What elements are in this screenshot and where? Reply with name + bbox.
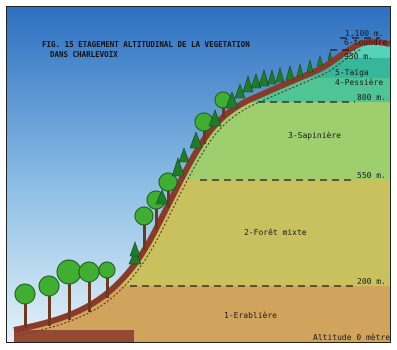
conifer-icon: [258, 68, 270, 87]
conifer-icon: [189, 131, 203, 149]
zone-erabliere-label: 1-Erablière: [224, 310, 277, 320]
altitude-lines: [130, 37, 380, 287]
figure-title-line1: FIG. 15 ETAGEMENT ALTITUDINAL DE LA VEGE…: [42, 40, 250, 49]
figure-title-line2: DANS CHARLEVOIX: [50, 50, 118, 59]
conifer-icon: [225, 91, 239, 109]
soil-base: [14, 330, 134, 342]
conifer-icon: [128, 249, 142, 265]
conifer-icon: [296, 63, 304, 77]
conifer-icon: [316, 54, 324, 67]
conifer-icon: [267, 68, 277, 85]
conifer-icon: [285, 64, 295, 81]
conifer-icon: [250, 73, 262, 89]
deciduous-trees: [14, 91, 232, 328]
zone-sapiniere-label: 3-Sapinière: [288, 130, 341, 140]
conifer-icon: [306, 59, 314, 73]
tree-icon: [14, 283, 36, 328]
conifer-icon: [242, 74, 254, 93]
tree-icon: [38, 275, 60, 326]
tree-icon: [134, 206, 154, 251]
conifer-icon: [129, 241, 141, 257]
zone-taiga-label: 5-Taïga: [335, 68, 369, 77]
altitude-800-label: 800 m.: [357, 93, 386, 102]
conifer-trees: [128, 51, 333, 265]
conifer-icon: [327, 51, 333, 61]
altitude-950-label: 950 m.: [344, 52, 373, 61]
tree-icon: [78, 261, 100, 312]
altitude-550-label: 550 m.: [357, 171, 386, 180]
altitude-1100-label: 1,100 m.: [345, 29, 384, 38]
soil-texture: [13, 48, 363, 337]
zone-pessiere-label: 4-Pessière: [335, 77, 383, 87]
altitude-200-label: 200 m.: [357, 277, 386, 286]
conifer-icon: [155, 189, 169, 205]
tree-icon: [98, 261, 116, 298]
tree-icon: [158, 172, 178, 208]
zone-foret-mixte-label: 2-Forêt mixte: [244, 227, 307, 237]
tree-icon: [214, 91, 232, 118]
conifer-icon: [178, 147, 190, 163]
zone-toundra-label: 6-toundre: [344, 38, 388, 47]
altitude-0-label: Altitude 0 mètre: [313, 332, 390, 342]
frame-border: [6, 6, 391, 343]
conifer-icon: [171, 157, 185, 177]
conifer-icon: [275, 66, 285, 83]
conifer-icon: [234, 83, 246, 99]
conifer-icon: [208, 109, 222, 127]
